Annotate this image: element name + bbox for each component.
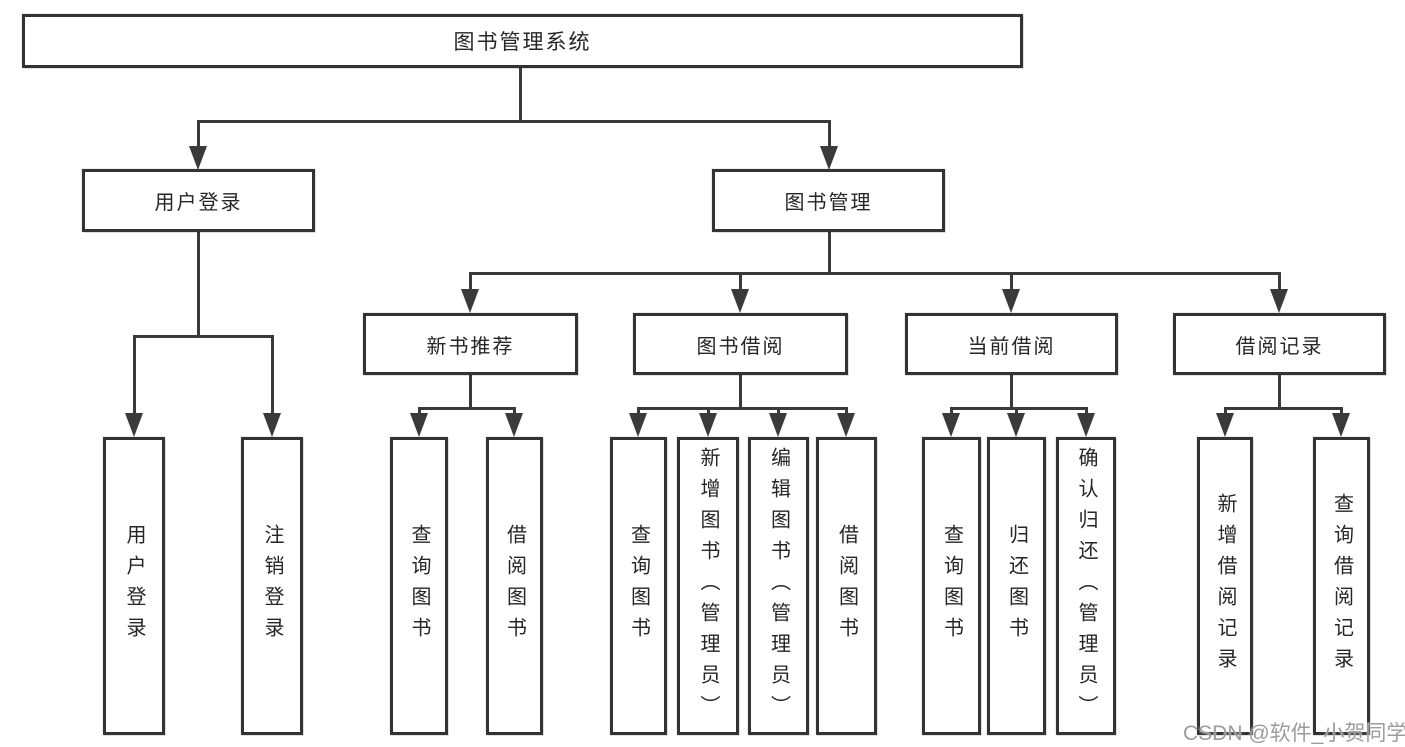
leaf-borrow-edit-book-admin-label: 编辑图书（管理员） [767,446,790,726]
leaf-newbook-borrow-book: 借阅图书 [486,437,543,735]
leaf-user-login-label: 用户登录 [123,524,145,648]
connector-newbook-trunk [469,375,472,410]
arrow-down-current-borrow [1002,289,1020,313]
arrow-down-bb-add [699,413,717,437]
arrow-down-new-book [461,289,479,313]
arrow-down-br-add [1216,413,1234,437]
connector-borrow-trunk [739,375,742,410]
node-current-borrow: 当前借阅 [905,313,1118,375]
connector-stem-leaf-login [133,335,136,415]
connector-stem-bb-query [637,407,640,417]
leaf-current-confirm-return-admin: 确认归还（管理员） [1056,437,1116,735]
leaf-newbook-query-book: 查询图书 [390,437,448,735]
leaf-borrow-add-book-admin-label: 新增图书（管理员） [697,446,719,726]
node-book-borrow: 图书借阅 [633,313,848,375]
node-user-login-label: 用户登录 [154,192,243,214]
connector-root-branch [197,120,831,123]
connector-stem-borrow-record [1278,272,1281,292]
leaf-newbook-query-book-label: 查询图书 [408,524,430,648]
connector-stem-new-book [469,272,472,292]
connector-stem-cb-return [1015,407,1018,417]
leaf-borrow-borrow-book: 借阅图书 [816,437,877,735]
connector-record-branch [1224,407,1343,410]
connector-stem-br-add [1224,407,1227,417]
node-library-system: 图书管理系统 [22,14,1023,68]
connector-stem-bb-edit [777,407,780,417]
arrow-down-borrow-record [1270,289,1288,313]
node-book-borrow-label: 图书借阅 [696,335,785,358]
connector-stem-bb-add [707,407,710,417]
node-book-mgmt-label: 图书管理 [784,192,873,214]
leaf-current-return-book-label: 归还图书 [1005,524,1028,648]
leaf-logout: 注销登录 [241,437,303,735]
csdn-watermark: CSDN @软件_小贺同学 [1183,722,1405,745]
leaf-borrow-borrow-book-label: 借阅图书 [835,524,858,648]
leaf-user-login: 用户登录 [103,437,165,735]
leaf-current-return-book: 归还图书 [987,437,1046,735]
connector-current-branch [950,407,1088,410]
node-borrow-record-label: 借阅记录 [1235,335,1324,358]
connector-stem-current-borrow [1010,272,1013,292]
connector-stem-book-mgmt [828,120,831,148]
leaf-current-query-book-label: 查询图书 [940,524,963,648]
leaf-record-add-record: 新增借阅记录 [1197,437,1253,735]
connector-stem-leaf-logout [271,335,274,415]
node-borrow-record: 借阅记录 [1173,313,1386,375]
arrow-down-cb-confirm [1077,413,1095,437]
connector-borrow-branch [637,407,848,410]
connector-current-trunk [1010,375,1013,410]
leaf-current-confirm-return-admin-label: 确认归还（管理员） [1075,446,1097,726]
leaf-newbook-borrow-book-label: 借阅图书 [503,524,526,648]
arrow-down-book-borrow [731,289,749,313]
connector-stem-cb-query [950,407,953,417]
arrow-down-nb-query [410,413,428,437]
node-user-login: 用户登录 [82,169,315,232]
leaf-record-query-record-label: 查询借阅记录 [1330,493,1353,679]
leaf-record-add-record-label: 新增借阅记录 [1214,493,1236,679]
node-new-book-rec: 新书推荐 [363,313,578,375]
arrow-down-bb-edit [769,413,787,437]
leaf-borrow-query-book: 查询图书 [610,437,667,735]
connector-stem-bb-borrow [845,407,848,417]
node-current-borrow-label: 当前借阅 [967,335,1056,358]
arrow-down-cb-return [1007,413,1025,437]
arrow-down-user-login [189,146,207,170]
arrow-down-bb-borrow [837,413,855,437]
node-new-book-rec-label: 新书推荐 [426,335,515,358]
connector-stem-nb-query [418,407,421,417]
leaf-borrow-edit-book-admin: 编辑图书（管理员） [748,437,809,735]
connector-userlogin-trunk [197,232,200,338]
connector-stem-user-login [197,120,200,148]
leaf-borrow-query-book-label: 查询图书 [627,524,650,648]
node-book-mgmt: 图书管理 [712,169,945,232]
arrow-down-br-query [1332,413,1350,437]
connector-bookmgmt-branch [469,272,1281,275]
leaf-current-query-book: 查询图书 [922,437,981,735]
connector-userlogin-branch [133,335,274,338]
connector-newbook-branch [418,407,516,410]
arrow-down-leaf-login [125,413,143,437]
leaf-logout-label: 注销登录 [261,524,283,648]
arrow-down-bb-query [629,413,647,437]
connector-root-trunk [519,68,522,123]
leaf-record-query-record: 查询借阅记录 [1313,437,1370,735]
connector-stem-book-borrow [739,272,742,292]
arrow-down-nb-borrow [505,413,523,437]
arrow-down-leaf-logout [263,413,281,437]
connector-record-trunk [1278,375,1281,410]
arrow-down-cb-query [942,413,960,437]
connector-bookmgmt-trunk [828,232,831,275]
leaf-borrow-add-book-admin: 新增图书（管理员） [677,437,739,735]
arrow-down-book-mgmt [820,146,838,170]
connector-stem-cb-confirm [1085,407,1088,417]
connector-stem-nb-borrow [513,407,516,417]
node-library-system-label: 图书管理系统 [453,31,592,54]
connector-stem-br-query [1340,407,1343,417]
